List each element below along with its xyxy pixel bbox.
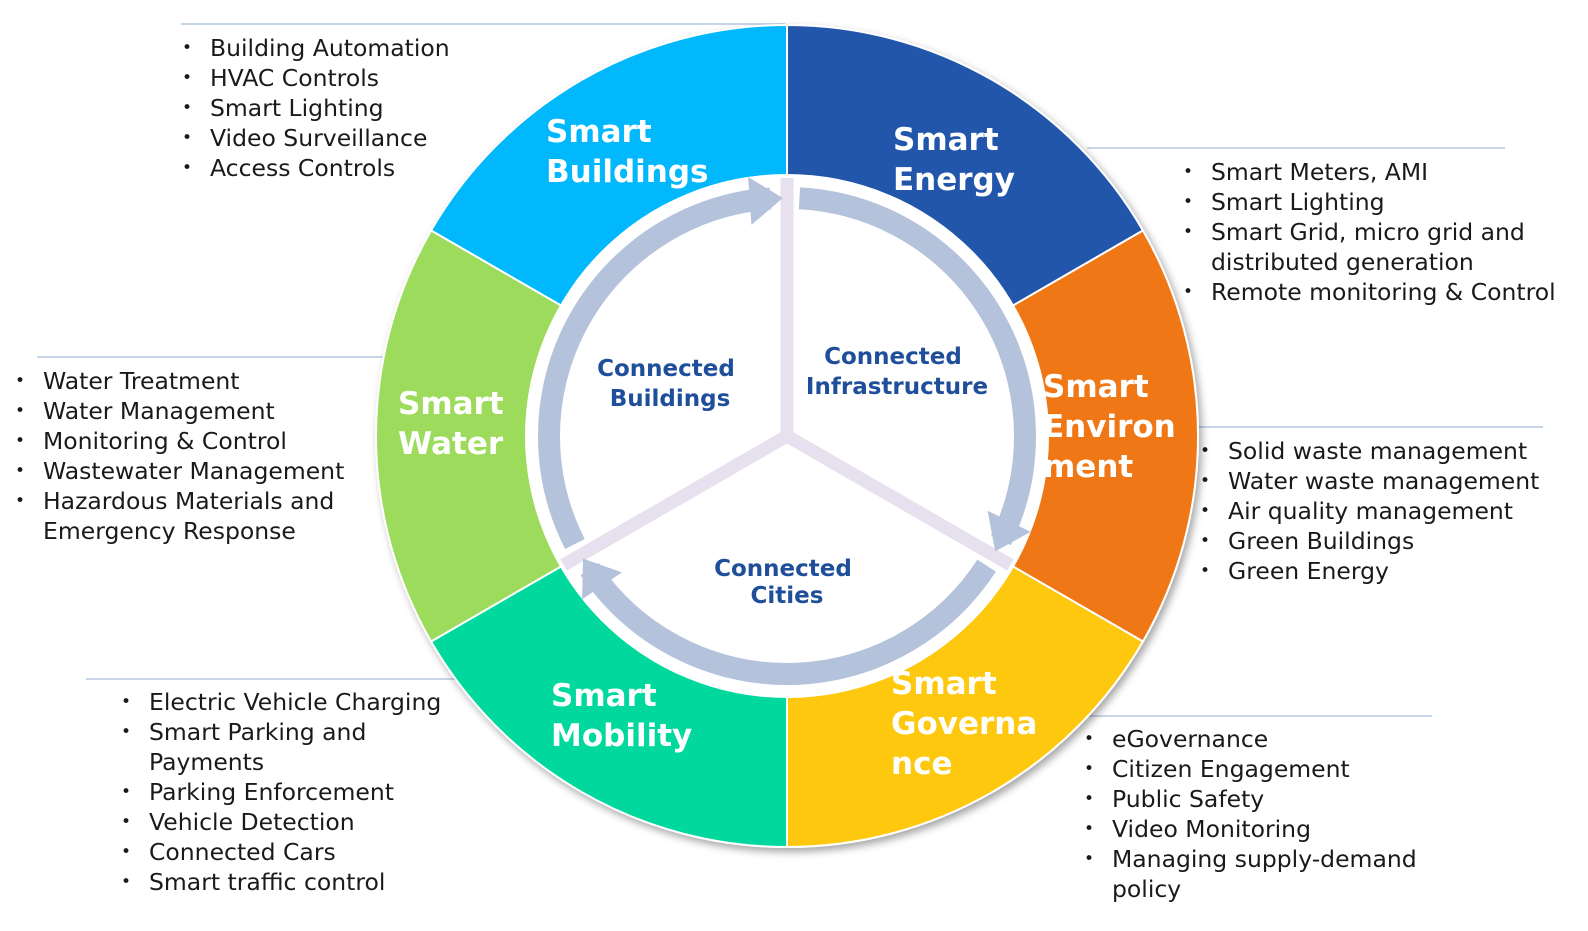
list-environment: Solid waste managementWater waste manage… [1200, 436, 1570, 586]
list-item: Video Monitoring [1084, 814, 1464, 844]
spokes [560, 178, 1014, 571]
list-item: Green Buildings [1200, 526, 1570, 556]
arrow-arc-1 [580, 559, 996, 685]
list-item: Vehicle Detection [121, 807, 471, 837]
list-item: eGovernance [1084, 724, 1464, 754]
list-item: Smart Parking and Payments [121, 717, 471, 777]
list-item: Smart Lighting [182, 93, 472, 123]
arrow-head-1 [582, 558, 622, 600]
list-item: Wastewater Management [15, 456, 385, 486]
list-item: Smart Grid, micro grid and distributed g… [1183, 217, 1563, 277]
list-item: Air quality management [1200, 496, 1570, 526]
list-item: Parking Enforcement [121, 777, 471, 807]
list-item: Access Controls [182, 153, 472, 183]
spoke-1 [783, 430, 1014, 571]
arrow-head-2 [748, 176, 783, 225]
list-item: Hazardous Materials and Emergency Respon… [15, 486, 385, 546]
list-item: Citizen Engagement [1084, 754, 1464, 784]
list-item: Solid waste management [1200, 436, 1570, 466]
list-item: Water Management [15, 396, 385, 426]
list-energy: Smart Meters, AMISmart LightingSmart Gri… [1183, 157, 1563, 307]
list-item: Building Automation [182, 33, 472, 63]
list-item: Green Energy [1200, 556, 1570, 586]
arrow-head-0 [987, 510, 1031, 552]
list-governance: eGovernanceCitizen EngagementPublic Safe… [1084, 724, 1464, 904]
segment-label-buildings: Smart Buildings [546, 114, 708, 190]
inner-label-infrastructure: Connected Infrastructure [806, 344, 988, 400]
list-item: Public Safety [1084, 784, 1464, 814]
list-item: Smart Lighting [1183, 187, 1563, 217]
list-water: Water TreatmentWater ManagementMonitorin… [15, 366, 385, 546]
segment-label-energy: Smart Energy [893, 122, 1015, 198]
list-item: Video Surveillance [182, 123, 472, 153]
list-item: Smart Meters, AMI [1183, 157, 1563, 187]
list-item: Water Treatment [15, 366, 385, 396]
arrow-arc-2 [538, 187, 772, 550]
segment-label-environment: Smart Environ ment [1043, 369, 1187, 485]
list-item: Electric Vehicle Charging [121, 687, 471, 717]
list-item: Monitoring & Control [15, 426, 385, 456]
list-item: Remote monitoring & Control [1183, 277, 1563, 307]
list-item: Smart traffic control [121, 867, 471, 897]
list-item: Managing supply-demand policy [1084, 844, 1464, 904]
list-mobility: Electric Vehicle ChargingSmart Parking a… [121, 687, 471, 897]
cycle-arrows [538, 176, 1036, 685]
segment-label-water: Smart Water [398, 386, 514, 462]
inner-label-cities: Connected Cities [714, 556, 860, 609]
list-item: Connected Cars [121, 837, 471, 867]
list-item: Water waste management [1200, 466, 1570, 496]
spoke-2 [560, 430, 791, 571]
inner-label-buildings: Connected Buildings [597, 356, 743, 412]
list-buildings: Building AutomationHVAC ControlsSmart Li… [182, 33, 472, 183]
segment-label-governance: Smart Governa nce [891, 666, 1048, 782]
list-item: HVAC Controls [182, 63, 472, 93]
arrow-arc-0 [798, 187, 1036, 546]
segment-label-mobility: Smart Mobility [551, 678, 692, 754]
